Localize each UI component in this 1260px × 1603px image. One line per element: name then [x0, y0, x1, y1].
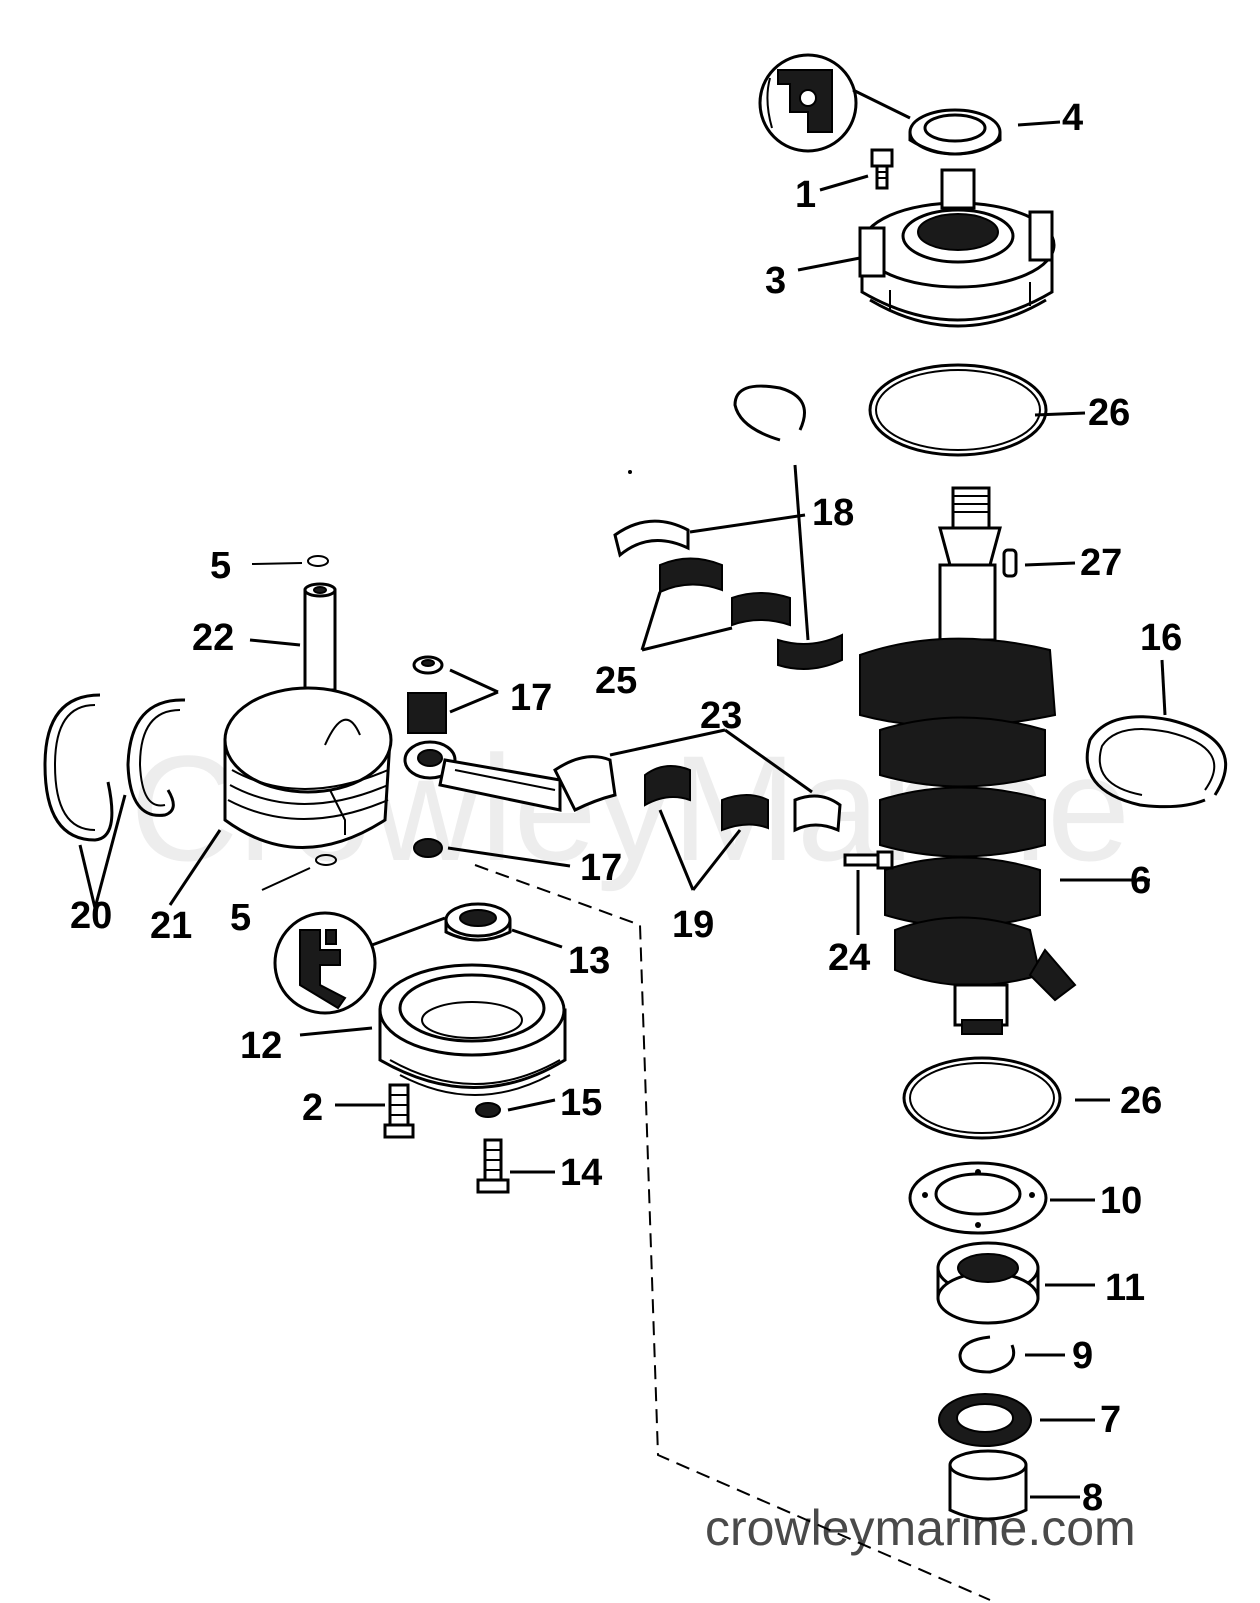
part-23-connecting-rod: [403, 740, 842, 833]
part-17-small-end-bearing: [407, 655, 447, 858]
part-5-clip-bottom: [315, 854, 337, 866]
callout-19: 19: [672, 904, 714, 946]
callout-23: 23: [700, 695, 742, 737]
part-19-needle-bearings: [644, 765, 769, 832]
part-6-crankshaft: [859, 486, 1077, 1035]
callout-18: 18: [812, 492, 854, 534]
callout-22: 22: [192, 617, 234, 659]
callout-24: 24: [828, 937, 870, 979]
part-13-seal: [444, 902, 512, 942]
alignment-dashed-line: [474, 864, 991, 1601]
part-18-retaining-ring: [733, 384, 806, 442]
part-12-lower-housing: [378, 963, 567, 1096]
part-16-ring: [1085, 715, 1228, 809]
callout-21: 21: [150, 905, 192, 947]
watermark-url: crowleymarine.com: [705, 1500, 1136, 1556]
callout-8: 8: [1082, 1477, 1103, 1519]
callout-15: 15: [560, 1082, 602, 1124]
part-15-nut: [475, 1102, 501, 1118]
sealant-detail-icon: [758, 53, 858, 153]
sealant-detail-icon: [273, 911, 377, 1015]
callout-13: 13: [568, 940, 610, 982]
part-26-oring-bottom: [902, 1056, 1062, 1140]
callout-3: 3: [765, 260, 786, 302]
callout-14: 14: [560, 1152, 602, 1194]
callout-16: 16: [1140, 617, 1182, 659]
part-11-ball-bearing: [936, 1241, 1040, 1325]
part-26-oring-top: [868, 363, 1048, 457]
part-3-upper-housing: [858, 168, 1056, 328]
callout-1: 1: [795, 174, 816, 216]
part-8-sleeve: [948, 1449, 1028, 1521]
callout-26-top: 26: [1088, 392, 1130, 434]
part-24-rod-bolt: [843, 850, 894, 870]
part-1-screw: [870, 148, 894, 190]
part-14-screw: [476, 1138, 510, 1194]
part-10-plate: [908, 1161, 1048, 1235]
callout-4: 4: [1062, 97, 1083, 139]
callout-5-bottom: 5: [230, 897, 251, 939]
part-9-snap-ring: [958, 1335, 1016, 1374]
part-5-clip-top: [307, 555, 329, 567]
callout-27: 27: [1080, 542, 1122, 584]
callout-12: 12: [240, 1025, 282, 1067]
part-22-wrist-pin: [303, 582, 337, 692]
callout-17-bottom: 17: [580, 847, 622, 889]
part-4-seal: [908, 108, 1002, 156]
part-25-needle-bearings: [659, 557, 791, 627]
callout-25: 25: [595, 660, 637, 702]
callout-26-bottom: 26: [1120, 1080, 1162, 1122]
part-20-piston-rings: [43, 693, 186, 842]
callout-20: 20: [70, 895, 112, 937]
part-18-bearing-halves: [613, 519, 843, 670]
callout-17-top: 17: [510, 677, 552, 719]
callout-11: 11: [1105, 1267, 1145, 1309]
part-21-piston: [223, 686, 393, 849]
callout-9: 9: [1072, 1335, 1093, 1377]
callout-10: 10: [1100, 1180, 1142, 1222]
callout-6: 6: [1130, 860, 1151, 902]
callout-5-top: 5: [210, 545, 231, 587]
callout-7: 7: [1100, 1399, 1121, 1441]
part-27-key: [1002, 548, 1018, 578]
callout-2: 2: [302, 1087, 323, 1129]
part-2-screw: [383, 1083, 415, 1139]
part-7-seal: [938, 1393, 1032, 1447]
